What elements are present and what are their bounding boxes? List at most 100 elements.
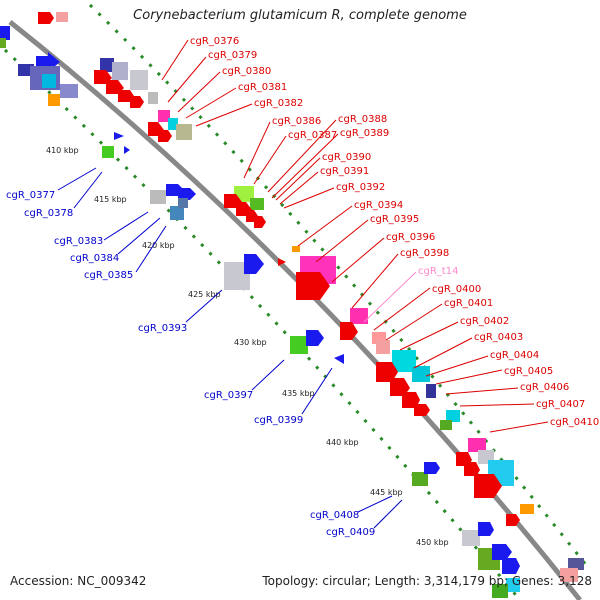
scale-tick: 435 kbp: [282, 389, 315, 398]
gene-arrow: [334, 354, 344, 364]
gene-label: cgR_0377: [6, 190, 55, 201]
gene-box: [412, 366, 430, 382]
gene-label: cgR_0402: [460, 316, 509, 327]
gene-box: [446, 410, 460, 422]
gene-label: cgR_0376: [190, 36, 239, 47]
gene-label: cgR_0407: [536, 399, 585, 410]
gene-box: [250, 198, 264, 210]
plus-gene-labels: cgR_0376 cgR_0379 cgR_0380 cgR_0381 cgR_…: [161, 36, 599, 433]
gene-box: [376, 340, 390, 354]
scale-tick: 450 kbp: [416, 538, 449, 547]
scale-tick: 420 kbp: [142, 241, 175, 250]
gene-label: cgR_0409: [326, 527, 375, 538]
gene-box: [0, 38, 6, 48]
gene-box: [520, 504, 534, 514]
gene-box: [56, 12, 68, 22]
gene-label: cgR_0403: [474, 332, 523, 343]
gene-label: cgR_0399: [254, 415, 303, 426]
gene-arrow: [464, 462, 480, 476]
gene-arrow: [38, 12, 54, 24]
gene-label: cgR_0408: [310, 510, 359, 521]
gene-box: [130, 70, 148, 90]
gene-label: cgR_0400: [432, 284, 481, 295]
gene-arrow: [390, 378, 410, 396]
gene-box: [392, 350, 416, 372]
gene-box: [0, 26, 10, 40]
scale-tick: 430 kbp: [234, 338, 267, 347]
scale-tick: 425 kbp: [188, 290, 221, 299]
gene-label: cgR_0410: [550, 417, 599, 428]
gene-box: [462, 530, 480, 546]
gene-arrow: [296, 272, 330, 300]
gene-box: [112, 62, 128, 80]
gene-label: cgR_0383: [54, 236, 103, 247]
scale-ticks: 410 kbp 415 kbp 420 kbp 425 kbp 430 kbp …: [46, 146, 449, 547]
gene-label: cgR_0385: [84, 270, 133, 281]
gene-box: [350, 308, 368, 324]
gene-box: [150, 190, 166, 204]
gene-box: [568, 558, 584, 570]
map-title: Corynebacterium glutamicum R, complete g…: [133, 8, 467, 23]
gene-label: cgR_0401: [444, 298, 493, 309]
gene-box: [158, 110, 170, 122]
gene-label: cgR_0387: [288, 130, 337, 141]
gene-box: [468, 438, 486, 452]
accession-text: Accession: NC_009342: [10, 574, 147, 588]
gene-label: cgR_0404: [490, 350, 539, 361]
gene-label: cgR_0388: [338, 114, 387, 125]
gene-box: [426, 384, 436, 398]
scale-tick: 415 kbp: [94, 195, 127, 204]
gene-arrow: [424, 462, 440, 474]
gene-box: [148, 92, 158, 104]
gene-box: [506, 578, 520, 592]
gene-arrow: [492, 544, 512, 560]
gene-box: [42, 74, 56, 88]
gene-label: cgR_0390: [322, 152, 371, 163]
gene-arrow: [506, 514, 520, 526]
gene-label: cgR_0391: [320, 166, 369, 177]
genome-summary-text: Topology: circular; Length: 3,314,179 bp…: [262, 574, 592, 588]
gene-label: cgR_0393: [138, 323, 187, 334]
gene-arrow: [478, 522, 494, 536]
gene-arrow: [244, 254, 264, 274]
gene-box: [176, 124, 192, 140]
gene-label: cgR_0396: [386, 232, 435, 243]
gene-box: [178, 198, 188, 208]
gene-box: [492, 584, 508, 598]
gene-label: cgR_0389: [340, 128, 389, 139]
gene-label: cgR_0382: [254, 98, 303, 109]
gene-label: cgR_0392: [336, 182, 385, 193]
gene-box: [100, 58, 114, 72]
gene-arrow: [130, 96, 144, 108]
gene-label: cgR_t14: [418, 266, 458, 277]
gene-box: [60, 84, 78, 98]
gene-arrow: [254, 216, 266, 228]
gene-label: cgR_0386: [272, 116, 321, 127]
minus-gene-labels: cgR_0377 cgR_0378 cgR_0383 cgR_0384 cgR_…: [6, 167, 403, 538]
gene-label: cgR_0379: [208, 50, 257, 61]
gene-arrow: [502, 558, 520, 574]
gene-box: [412, 472, 428, 486]
minus-strand-features: [0, 26, 520, 598]
gene-box: [170, 206, 184, 220]
gene-label: cgR_0405: [504, 366, 553, 377]
gene-label: cgR_0394: [354, 200, 403, 211]
gene-label: cgR_0384: [70, 253, 119, 264]
inner-dotted-ring: [3, 48, 522, 600]
gene-arrow: [278, 258, 286, 266]
gene-label: cgR_0381: [238, 82, 287, 93]
plus-strand-features: [38, 12, 584, 582]
scale-tick: 445 kbp: [370, 488, 403, 497]
gene-arrow: [158, 130, 172, 142]
gene-box: [290, 336, 308, 354]
gene-label: cgR_0406: [520, 382, 569, 393]
scale-tick: 410 kbp: [46, 146, 79, 155]
gene-label: cgR_0380: [222, 66, 271, 77]
gene-arrow: [178, 188, 196, 200]
gene-arrow: [124, 146, 130, 154]
outer-dotted-ring: [88, 3, 592, 571]
gene-arrow: [474, 474, 502, 498]
gene-label: cgR_0398: [400, 248, 449, 259]
gene-label: cgR_0395: [370, 214, 419, 225]
